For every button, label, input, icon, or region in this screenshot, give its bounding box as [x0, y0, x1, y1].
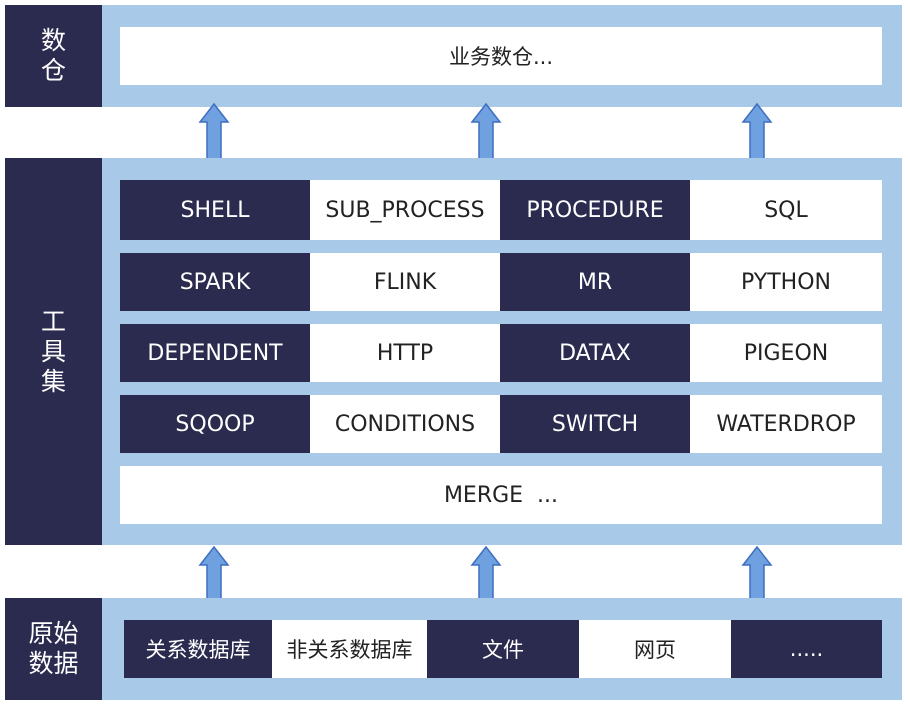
warehouse-content-box: 业务数仓...: [120, 27, 882, 85]
tool-pigeon: PIGEON: [690, 324, 882, 382]
tool-mr: MR: [500, 253, 690, 311]
warehouse-label: 数 仓: [5, 5, 102, 107]
tool-conditions: CONDITIONS: [310, 395, 500, 453]
tool-switch: SWITCH: [500, 395, 690, 453]
tool-dependent: DEPENDENT: [120, 324, 310, 382]
source-file: 文件: [427, 620, 579, 678]
tool-sqoop: SQOOP: [120, 395, 310, 453]
warehouse-label-text: 数 仓: [40, 26, 66, 85]
tool-merge: MERGE ...: [120, 466, 882, 524]
tool-sql: SQL: [690, 180, 882, 240]
tool-datax: DATAX: [500, 324, 690, 382]
source-webpage: 网页: [579, 620, 731, 678]
source-more: .....: [731, 620, 882, 678]
tool-procedure: PROCEDURE: [500, 180, 690, 240]
tool-shell: SHELL: [120, 180, 310, 240]
tool-waterdrop: WATERDROP: [690, 395, 882, 453]
tool-spark: SPARK: [120, 253, 310, 311]
toolset-label: 工 具 集: [5, 158, 102, 545]
tool-sub-process: SUB_PROCESS: [310, 180, 500, 240]
tool-flink: FLINK: [310, 253, 500, 311]
tool-http: HTTP: [310, 324, 500, 382]
tool-python: PYTHON: [690, 253, 882, 311]
source-label: 原始 数据: [5, 598, 102, 700]
source-nonrelational-db: 非关系数据库: [272, 620, 427, 678]
source-label-text: 原始 数据: [28, 619, 79, 678]
source-relational-db: 关系数据库: [124, 620, 272, 678]
toolset-label-text: 工 具 集: [40, 306, 66, 396]
